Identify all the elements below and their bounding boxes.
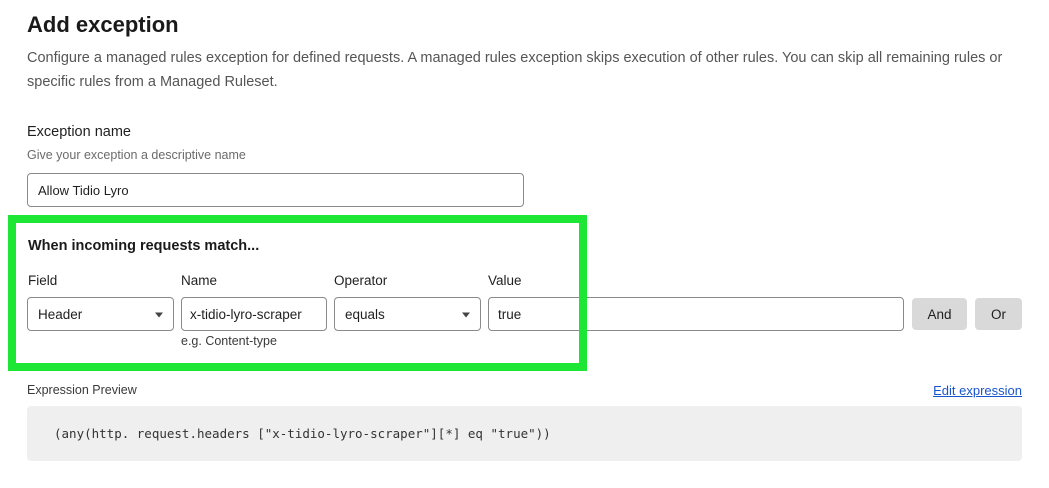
operator-select-value: equals [345, 306, 385, 322]
expression-text: (any(http. request.headers ["x-tidio-lyr… [54, 426, 551, 441]
chevron-down-icon [155, 312, 163, 318]
chevron-down-icon [462, 312, 470, 318]
value-column-label: Value [488, 273, 522, 288]
exception-name-label: Exception name [27, 124, 131, 140]
or-button[interactable]: Or [975, 298, 1022, 330]
edit-expression-link[interactable]: Edit expression [933, 383, 1022, 398]
expression-preview: (any(http. request.headers ["x-tidio-lyr… [27, 406, 1022, 461]
expression-preview-label: Expression Preview [27, 383, 137, 397]
page-description: Configure a managed rules exception for … [27, 50, 1003, 90]
header-name-hint: e.g. Content-type [181, 334, 277, 348]
exception-name-input[interactable] [27, 173, 524, 207]
match-heading: When incoming requests match... [28, 238, 260, 254]
field-select[interactable]: Header [27, 297, 174, 331]
exception-name-hint: Give your exception a descriptive name [27, 148, 246, 162]
field-column-label: Field [28, 273, 58, 288]
and-button[interactable]: And [912, 298, 967, 330]
value-input[interactable] [488, 297, 904, 331]
name-column-label: Name [181, 273, 218, 288]
header-name-input[interactable] [181, 297, 327, 331]
field-select-value: Header [38, 306, 83, 322]
operator-column-label: Operator [334, 273, 388, 288]
operator-select[interactable]: equals [334, 297, 481, 331]
page-title: Add exception [27, 12, 179, 37]
